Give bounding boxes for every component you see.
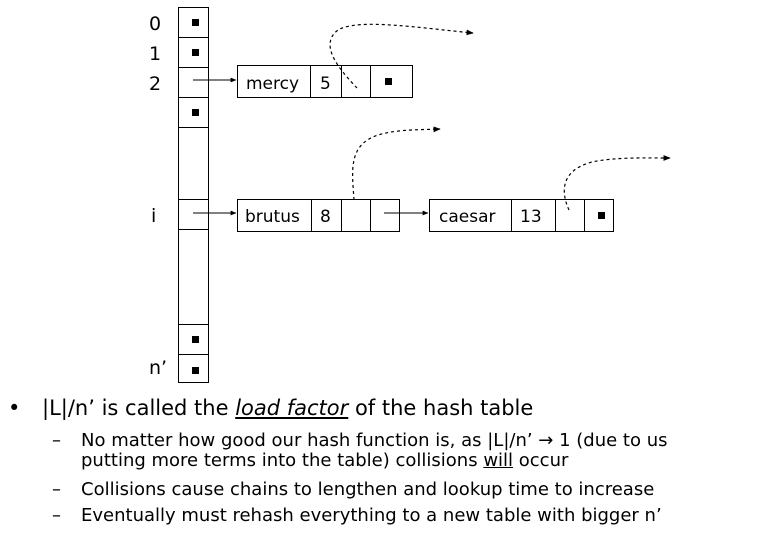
dashed-pointer-mercy-postings: [329, 23, 474, 89]
node-term-caesar: caesar: [439, 207, 496, 227]
index-label-i: i: [151, 205, 156, 227]
bullet-marker: •: [8, 396, 21, 420]
null-pointer-slot-n-minus-1: [192, 336, 199, 343]
load-factor-term: load factor: [235, 396, 349, 420]
sub-bullet-text: Collisions cause chains to lengthen and …: [81, 479, 655, 500]
will-emphasis: will: [483, 450, 514, 471]
null-pointer-slot-0: [192, 19, 199, 26]
sub-bullet-text: Eventually must rehash everything to a n…: [81, 505, 662, 526]
null-pointer-mercy: [385, 78, 392, 85]
null-pointer-slot-1: [192, 49, 199, 56]
hash-table-diagram: 0 1 2 i n’ mercy 5: [149, 7, 671, 383]
null-pointer-slot-n: [192, 367, 199, 374]
sub-bullet-dash: –: [52, 479, 61, 500]
node-count-brutus: 8: [320, 207, 331, 227]
index-label-0: 0: [149, 13, 161, 35]
chain-node-mercy: mercy 5: [237, 65, 413, 98]
node-count-mercy: 5: [320, 74, 331, 94]
sub-bullet-line2: putting more terms into the table) colli…: [81, 450, 569, 471]
array-column-outline: [178, 7, 209, 383]
sub-bullet-dash: –: [52, 430, 61, 451]
chain-node-caesar: caesar 13: [429, 199, 614, 232]
index-label-1: 1: [149, 43, 161, 65]
null-pointer-slot-3: [192, 109, 199, 116]
null-pointer-caesar: [598, 212, 605, 219]
sub-bullet-dash: –: [52, 505, 61, 526]
index-label-2: 2: [149, 73, 161, 95]
chain-node-brutus: brutus 8: [237, 199, 400, 232]
bullet-prefix: |L|/n’ is called the: [42, 396, 236, 420]
index-label-n-prime: n’: [149, 357, 167, 379]
node-term-brutus: brutus: [245, 207, 300, 227]
node-count-caesar: 13: [520, 207, 542, 227]
bullet-load-factor: • |L|/n’ is called the load factor of the…: [8, 396, 533, 420]
dashed-pointer-caesar-postings: [563, 155, 671, 211]
dashed-pointer-brutus-postings: [352, 126, 441, 201]
sub-bullet-line1: No matter how good our hash function is,…: [81, 430, 668, 451]
node-term-mercy: mercy: [246, 74, 299, 94]
bullet-suffix: of the hash table: [348, 396, 534, 420]
hash-table-array: [178, 7, 209, 383]
